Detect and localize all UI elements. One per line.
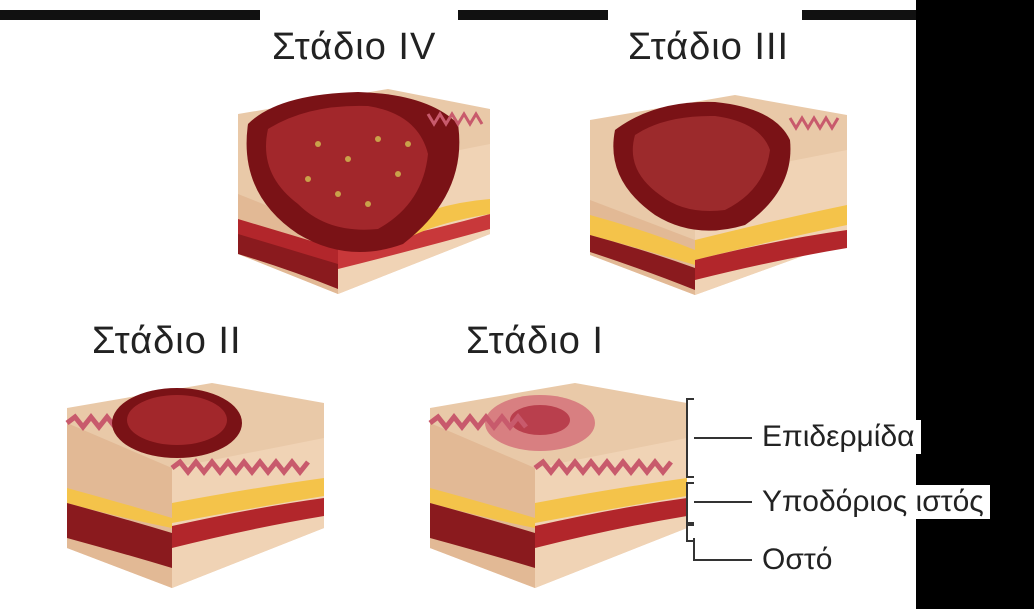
stage-iii-label: Στάδιο III [628, 26, 789, 69]
epidermis-label: Επιδερμίδα [756, 420, 921, 454]
top-divider-3 [802, 10, 922, 20]
stage-ii-tissue-block [62, 378, 327, 593]
stage-iv-tissue-block [228, 84, 493, 304]
stage-iv-label: Στάδιο IV [272, 26, 436, 69]
bone-label: Οστό [756, 543, 838, 577]
stage-ii-label: Στάδιο II [92, 320, 242, 363]
stage-i-tissue-block [425, 378, 695, 593]
stage-iii-tissue-block [585, 90, 850, 300]
top-divider-2 [458, 10, 608, 20]
stage-i-label: Στάδιο I [466, 320, 604, 363]
subcutaneous-tissue-label: Υποδόριος ιστός [756, 485, 990, 519]
top-divider-1 [0, 10, 260, 20]
